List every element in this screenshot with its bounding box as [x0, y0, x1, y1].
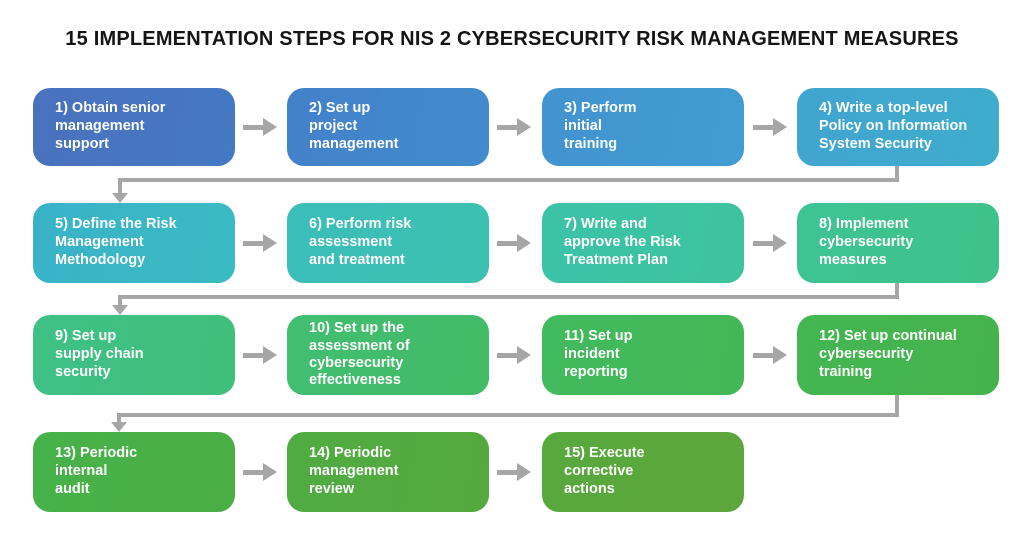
- step-label: 3) Perform initial training: [564, 100, 637, 152]
- arrow-head: [517, 463, 531, 481]
- step-box-8: 8) Implement cybersecurity measures: [797, 203, 999, 283]
- arrow-shaft: [243, 125, 264, 130]
- connector-segment: [895, 166, 899, 182]
- step-label: 7) Write and approve the Risk Treatment …: [564, 216, 681, 268]
- arrow-right-icon: [243, 463, 279, 481]
- step-box-5: 5) Define the Risk Management Methodolog…: [33, 203, 235, 283]
- arrow-head: [263, 346, 277, 364]
- arrow-shaft: [753, 353, 774, 358]
- step-label: 6) Perform risk assessment and treatment: [309, 216, 412, 268]
- step-box-10: 10) Set up the assessment of cybersecuri…: [287, 315, 489, 395]
- step-box-15: 15) Execute corrective actions: [542, 432, 744, 512]
- step-label: 4) Write a top-level Policy on Informati…: [819, 100, 968, 152]
- arrow-shaft: [753, 125, 774, 130]
- arrow-head: [773, 346, 787, 364]
- arrow-head: [773, 118, 787, 136]
- step-label: 11) Set up incident reporting: [564, 328, 633, 380]
- step-box-13: 13) Periodic internal audit: [33, 432, 235, 512]
- arrow-shaft: [243, 353, 264, 358]
- step-box-14: 14) Periodic management review: [287, 432, 489, 512]
- arrow-head: [517, 346, 531, 364]
- step-label: 13) Periodic internal audit: [55, 445, 138, 497]
- arrow-right-icon: [243, 118, 279, 136]
- arrow-shaft: [497, 125, 518, 130]
- arrow-right-icon: [243, 346, 279, 364]
- page-title: 15 IMPLEMENTATION STEPS FOR NIS 2 CYBERS…: [65, 28, 959, 50]
- arrow-right-icon: [753, 346, 789, 364]
- connector-segment: [895, 283, 899, 299]
- arrow-head: [773, 234, 787, 252]
- arrow-shaft: [243, 241, 264, 246]
- step-label: 15) Execute corrective actions: [564, 445, 645, 497]
- arrow-down-icon: [112, 193, 128, 203]
- arrow-right-icon: [497, 118, 533, 136]
- step-label: 2) Set up project management: [309, 100, 399, 152]
- connector-segment: [118, 299, 122, 306]
- arrow-right-icon: [497, 463, 533, 481]
- step-label: 8) Implement cybersecurity measures: [819, 216, 914, 268]
- step-box-11: 11) Set up incident reporting: [542, 315, 744, 395]
- arrow-right-icon: [753, 118, 789, 136]
- arrow-shaft: [243, 470, 264, 475]
- connector-segment: [117, 413, 899, 417]
- step-box-9: 9) Set up supply chain security: [33, 315, 235, 395]
- arrow-right-icon: [497, 234, 533, 252]
- arrow-down-icon: [111, 422, 127, 432]
- arrow-shaft: [753, 241, 774, 246]
- arrow-down-icon: [112, 305, 128, 315]
- connector-segment: [895, 395, 899, 417]
- step-box-6: 6) Perform risk assessment and treatment: [287, 203, 489, 283]
- arrow-head: [263, 463, 277, 481]
- step-label: 14) Periodic management review: [309, 445, 399, 497]
- arrow-right-icon: [243, 234, 279, 252]
- arrow-shaft: [497, 241, 518, 246]
- step-box-4: 4) Write a top-level Policy on Informati…: [797, 88, 999, 166]
- arrow-shaft: [497, 470, 518, 475]
- arrow-right-icon: [753, 234, 789, 252]
- step-label: 1) Obtain senior management support: [55, 100, 166, 152]
- step-box-2: 2) Set up project management: [287, 88, 489, 166]
- connector-segment: [118, 178, 899, 182]
- arrow-right-icon: [497, 346, 533, 364]
- step-box-7: 7) Write and approve the Risk Treatment …: [542, 203, 744, 283]
- connector-segment: [117, 417, 121, 423]
- arrow-head: [263, 118, 277, 136]
- arrow-head: [263, 234, 277, 252]
- arrow-shaft: [497, 353, 518, 358]
- step-label: 10) Set up the assessment of cybersecuri…: [309, 320, 410, 389]
- step-label: 9) Set up supply chain security: [55, 328, 144, 380]
- arrow-head: [517, 234, 531, 252]
- step-box-3: 3) Perform initial training: [542, 88, 744, 166]
- step-box-1: 1) Obtain senior management support: [33, 88, 235, 166]
- step-box-12: 12) Set up continual cybersecurity train…: [797, 315, 999, 395]
- connector-segment: [118, 295, 899, 299]
- step-label: 5) Define the Risk Management Methodolog…: [55, 216, 177, 268]
- arrow-head: [517, 118, 531, 136]
- connector-segment: [118, 182, 122, 194]
- step-label: 12) Set up continual cybersecurity train…: [819, 328, 957, 380]
